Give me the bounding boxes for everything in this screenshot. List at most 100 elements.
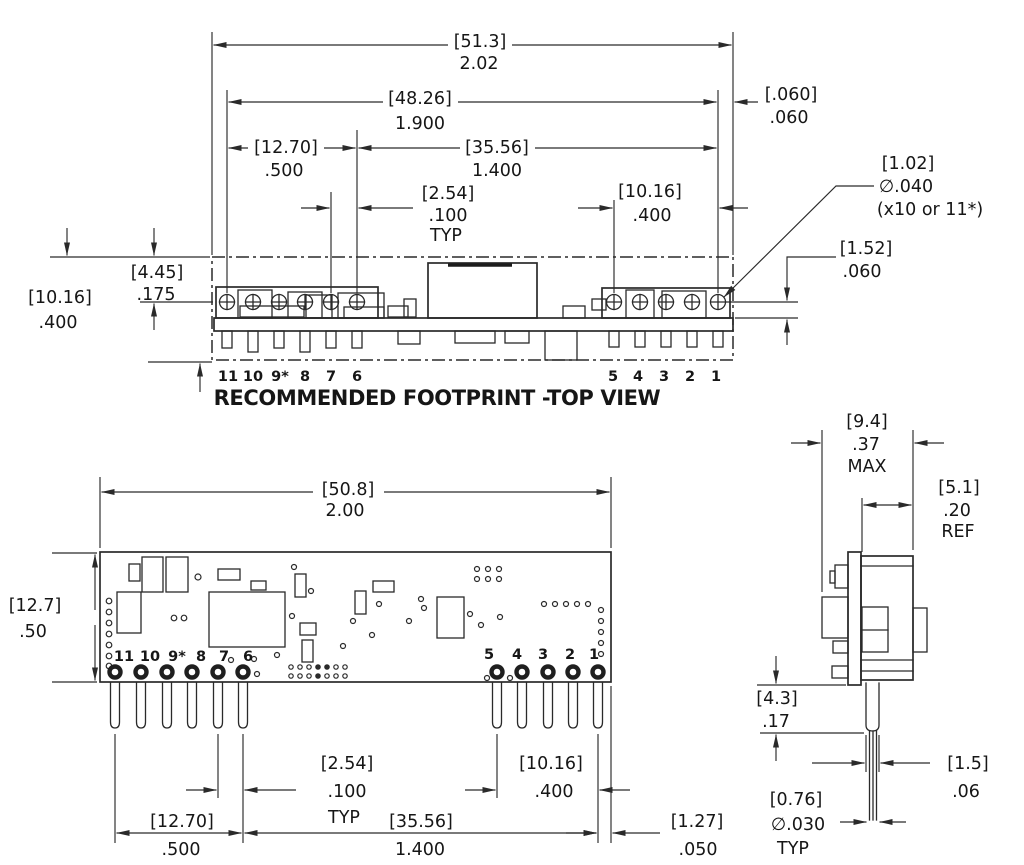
dim-right-group-mm: [10.16] — [618, 182, 682, 202]
top-view: [51.3] 2.02 [48.26] 1.900 [12.70] .500 [… — [28, 32, 983, 410]
side-view-dimension-labels: [9.4] .37 MAX [5.1] .20 REF [4.3] .17 [1… — [756, 412, 989, 859]
dim-pitch-inch: .100 — [429, 206, 468, 226]
pin-label: 4 — [512, 647, 522, 663]
dim-pitch-inch: .100 — [328, 782, 367, 802]
dim-pin-row-span-inch: 1.900 — [395, 114, 445, 134]
dim-right-group-mm: [10.16] — [519, 754, 583, 774]
side-view-dimension-lines — [773, 440, 944, 825]
side-view: [9.4] .37 MAX [5.1] .20 REF [4.3] .17 [1… — [756, 412, 989, 859]
top-view-dimension-labels: [51.3] 2.02 [48.26] 1.900 [12.70] .500 [… — [28, 32, 983, 333]
dim-board-width-inch: 2.00 — [326, 501, 365, 521]
dim-standoff-inch: .17 — [762, 712, 790, 732]
dim-center-span-mm: [35.56] — [389, 812, 453, 832]
dim-left-group-mm: [12.70] — [254, 138, 318, 158]
dim-pin-dia-mm: [0.76] — [770, 790, 823, 810]
dim-board-height-mm: [12.7] — [9, 596, 62, 616]
pad-hole — [244, 293, 262, 311]
pin-label: 2 — [565, 647, 575, 663]
dim-depth-max-note: MAX — [847, 457, 886, 477]
bottom-view-pins — [109, 682, 604, 729]
dim-edge-margin-mm: [.060] — [765, 85, 818, 105]
dim-left-group-inch: .500 — [162, 840, 201, 860]
top-view-extension-lines — [50, 32, 798, 363]
pad-hole — [348, 293, 366, 311]
pad-hole — [605, 293, 623, 311]
pad-hole — [709, 293, 727, 311]
dim-right-group-inch: .400 — [633, 206, 672, 226]
dim-pitch-note: TYP — [429, 226, 462, 246]
dim-standoff-mm: [4.3] — [756, 689, 798, 709]
dim-pin-dia-inch: ∅.030 — [771, 815, 825, 835]
pin-label: 8 — [196, 649, 206, 665]
dim-footprint-height-inch: .400 — [39, 313, 78, 333]
pin-label: 5 — [484, 647, 494, 663]
pad-hole — [270, 293, 288, 311]
pin-label: 4 — [633, 369, 643, 385]
dim-pin-shoulder-inch: .06 — [952, 782, 980, 802]
pin-label: 6 — [352, 369, 362, 385]
side-view-pin — [865, 682, 880, 732]
pin-label: 3 — [659, 369, 669, 385]
pin-label: 7 — [326, 369, 336, 385]
dim-hole-dia-mm: [1.02] — [882, 154, 935, 174]
pin-label: 7 — [219, 649, 229, 665]
dim-body-depth-mm: [5.1] — [938, 478, 980, 498]
dim-overall-width-mm: [51.3] — [454, 32, 507, 52]
pin-label: 5 — [608, 369, 618, 385]
bottom-view-pin-labels: 11 10 9* 8 7 6 5 4 3 2 1 — [114, 647, 599, 665]
drawing-title: RECOMMENDED FOOTPRINT -TOP VIEW — [214, 386, 661, 410]
dim-right-group-inch: .400 — [535, 782, 574, 802]
pad-hole — [631, 293, 649, 311]
pin-label: 11 — [218, 369, 238, 385]
dim-center-span-inch: 1.400 — [395, 840, 445, 860]
pin-label: 3 — [538, 647, 548, 663]
pin-label: 1 — [589, 647, 599, 663]
bottom-view-board — [99, 551, 612, 683]
dim-left-group-mm: [12.70] — [150, 812, 214, 832]
dim-pin-dia-note: TYP — [776, 839, 809, 859]
dim-pitch-note: TYP — [327, 808, 360, 828]
dim-pitch-mm: [2.54] — [422, 184, 475, 204]
pin-label: 1 — [711, 369, 721, 385]
bottom-view: [50.8] 2.00 [12.7] .50 [2.54] .100 TYP [… — [9, 477, 724, 860]
bottom-view-components — [116, 556, 465, 663]
dim-edge-margin-inch: .060 — [770, 108, 809, 128]
dim-board-width-mm: [50.8] — [322, 480, 375, 500]
pin-label: 10 — [140, 649, 160, 665]
dim-pin-row-span-mm: [48.26] — [388, 89, 452, 109]
dim-pin-to-edge-mm: [1.27] — [671, 812, 724, 832]
bottom-view-pads — [107, 664, 606, 680]
dim-center-span-inch: 1.400 — [472, 161, 522, 181]
dim-center-span-mm: [35.56] — [465, 138, 529, 158]
top-view-footprint-outline — [211, 256, 734, 361]
dim-footprint-height-mm: [10.16] — [28, 288, 92, 308]
dim-left-group-inch: .500 — [265, 161, 304, 181]
top-view-pads — [218, 293, 727, 311]
dim-depth-max-mm: [9.4] — [846, 412, 888, 432]
dim-row-to-edge-mm: [1.52] — [840, 239, 893, 259]
dim-pitch-mm: [2.54] — [321, 754, 374, 774]
pad-hole — [218, 293, 236, 311]
dim-row-offset-inch: .175 — [137, 285, 176, 305]
pin-label: 9* — [271, 369, 289, 385]
dim-hole-dia-inch: ∅.040 — [879, 177, 933, 197]
pin-label: 6 — [243, 649, 253, 665]
bottom-view-vias — [105, 563, 605, 682]
dim-depth-max-inch: .37 — [852, 435, 880, 455]
pad-hole — [322, 293, 340, 311]
side-view-extension-lines — [757, 430, 914, 772]
dim-board-height-inch: .50 — [19, 622, 47, 642]
pad-hole — [657, 293, 675, 311]
pin-label: 10 — [243, 369, 263, 385]
pin-label: 11 — [114, 649, 134, 665]
pad-hole — [683, 293, 701, 311]
dim-hole-dia-note: (x10 or 11*) — [877, 200, 983, 220]
side-view-module — [821, 551, 928, 821]
dim-pin-to-edge-inch: .050 — [679, 840, 718, 860]
dim-body-depth-inch: .20 — [943, 501, 971, 521]
pin-label: 2 — [685, 369, 695, 385]
pad-hole — [296, 293, 314, 311]
dim-row-offset-mm: [4.45] — [131, 263, 184, 283]
